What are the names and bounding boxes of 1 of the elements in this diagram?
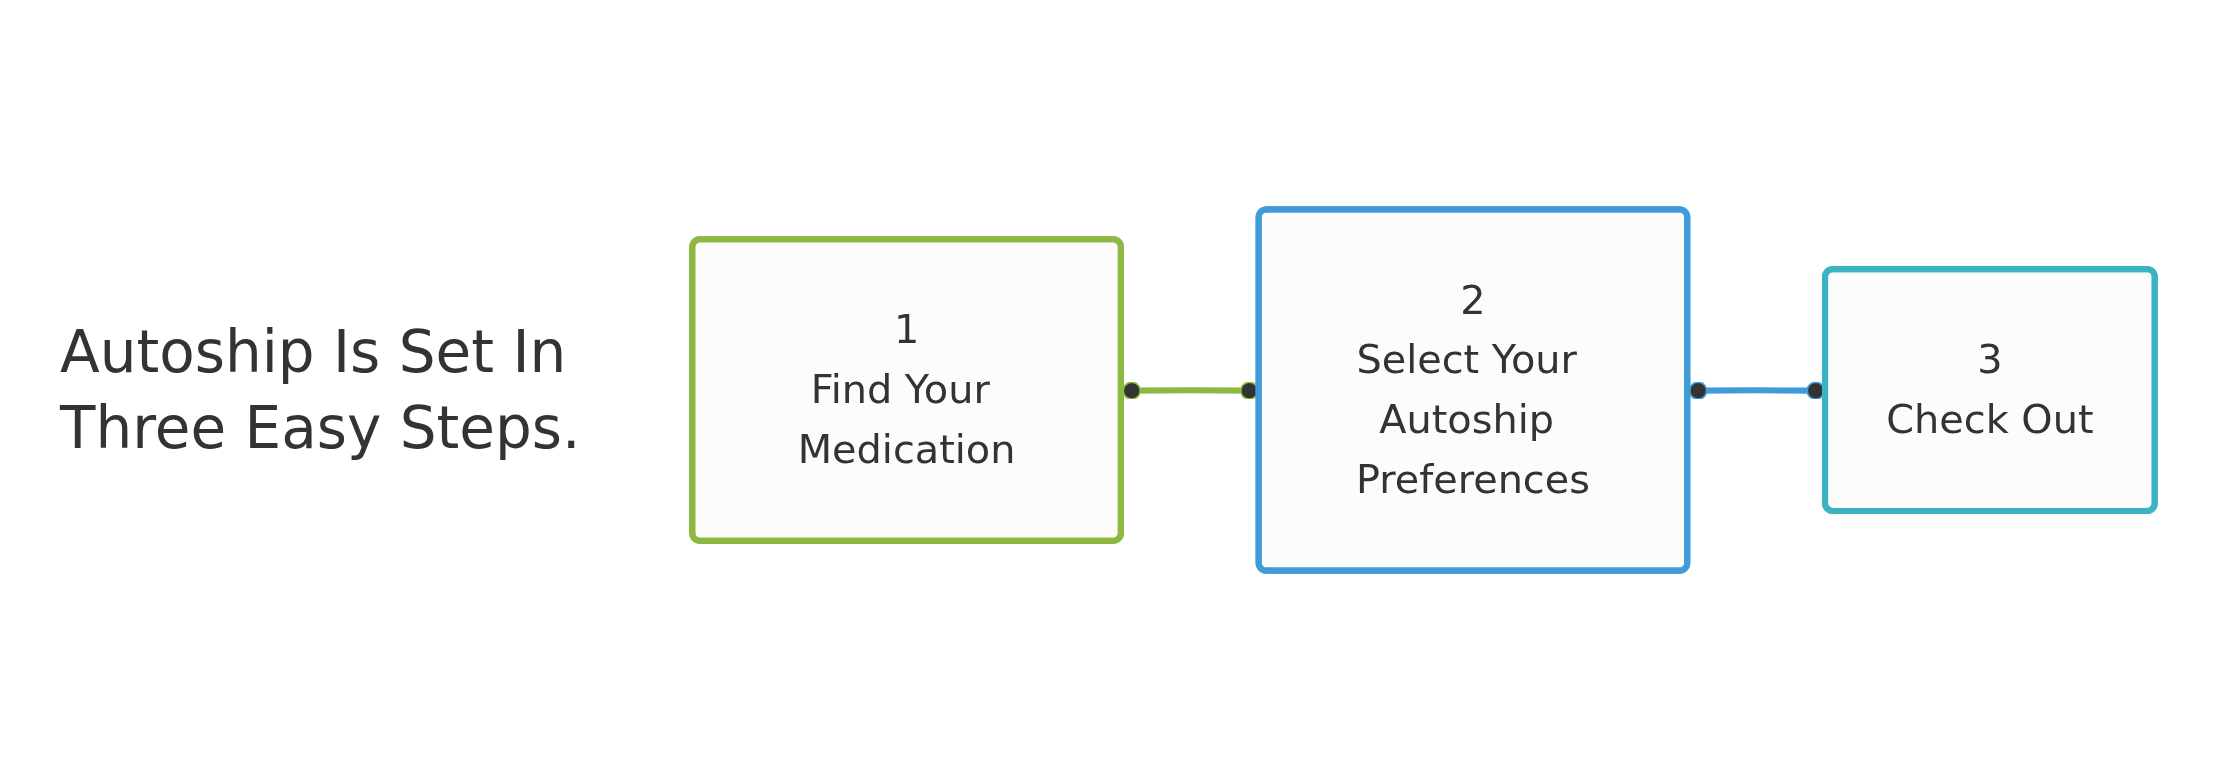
title: Autoship Is Set In Three Easy Steps. (60, 317, 582, 464)
